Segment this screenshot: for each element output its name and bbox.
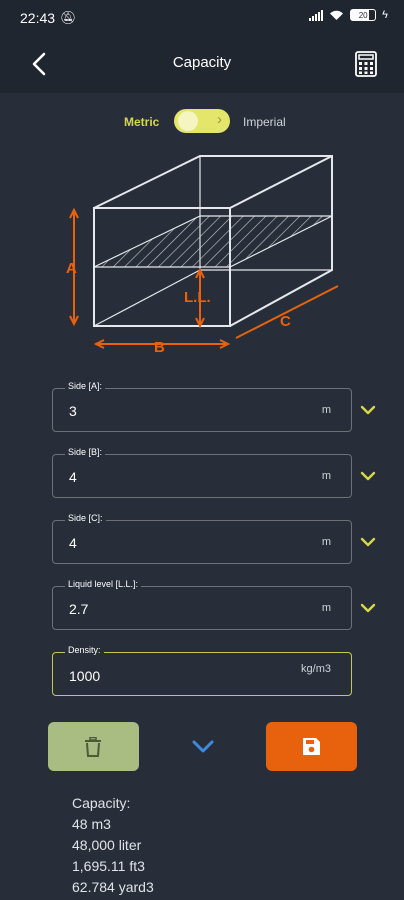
calculator-button[interactable] (352, 50, 380, 78)
liquid-level-field[interactable]: Liquid level [L.L.]: 2.7 m (52, 579, 352, 630)
chevron-right-icon: › (217, 111, 222, 128)
density-label: Density: (65, 645, 104, 655)
density-unit: kg/m3 (301, 663, 331, 675)
density-value[interactable]: 1000 (69, 668, 101, 684)
charging-icon: ϟ (382, 9, 388, 21)
chevron-down-icon (360, 405, 376, 415)
battery-level: 20 (358, 11, 368, 20)
tank-diagram: A B C L.L. (66, 155, 339, 356)
chevron-down-icon (360, 537, 376, 547)
side-b-unit: m (321, 470, 331, 482)
side-b-field[interactable]: Side [B]: 4 m (52, 447, 352, 498)
liquid-level-label: Liquid level [L.L.]: (65, 579, 142, 589)
label-ll: L.L. (184, 289, 211, 306)
page-title: Capacity (172, 54, 232, 71)
liquid-surface (93, 215, 333, 268)
side-c-field[interactable]: Side [C]: 4 m (52, 513, 352, 564)
trash-icon (85, 737, 101, 757)
capacity-results: Capacity: 48 m3 48,000 liter 1,695.11 ft… (72, 793, 154, 898)
chevron-down-icon (360, 603, 376, 613)
side-b-value[interactable]: 4 (69, 469, 77, 485)
label-b: B (154, 339, 165, 356)
side-a-field[interactable]: Side [A]: 3 m (52, 381, 352, 432)
chevron-down-icon (192, 740, 214, 753)
signal-icon (309, 9, 324, 21)
status-bar: 22:43 🔕︎ 20 ϟ (0, 0, 404, 36)
result-line: 48 m3 (72, 816, 111, 832)
side-a-label: Side [A]: (65, 381, 106, 391)
dimension-lines (69, 207, 339, 349)
switch-knob (178, 111, 198, 131)
side-b-unit-dropdown[interactable] (358, 466, 378, 486)
result-line: 1,695.11 ft3 (72, 858, 145, 874)
battery-icon: 20 (350, 9, 377, 21)
diagram-labels: A B C L.L. (66, 260, 291, 356)
imperial-label[interactable]: Imperial (243, 115, 286, 129)
back-button[interactable] (26, 50, 54, 78)
side-a-value[interactable]: 3 (69, 403, 77, 419)
chevron-down-icon (360, 471, 376, 481)
side-a-unit: m (321, 404, 331, 416)
expand-results-button[interactable] (191, 736, 215, 756)
back-arrow-icon (32, 52, 46, 76)
wifi-icon (330, 10, 344, 20)
unit-toggle: Metric › Imperial (0, 109, 404, 135)
side-c-value[interactable]: 4 (69, 535, 77, 551)
side-a-unit-dropdown[interactable] (358, 400, 378, 420)
save-button[interactable] (266, 722, 357, 771)
label-c: C (280, 313, 291, 330)
density-field[interactable]: Density: 1000 kg/m3 (52, 645, 352, 696)
save-icon (303, 738, 320, 755)
app-bar: Capacity (0, 36, 404, 93)
result-line: 48,000 liter (72, 837, 142, 853)
clear-button[interactable] (48, 722, 139, 771)
status-time: 22:43 (20, 10, 56, 26)
liquid-level-unit-dropdown[interactable] (358, 598, 378, 618)
results-heading: Capacity: (72, 795, 131, 811)
status-icons: 20 ϟ (309, 9, 388, 21)
label-a: A (66, 260, 77, 277)
liquid-level-value[interactable]: 2.7 (69, 601, 89, 617)
side-c-unit: m (321, 536, 331, 548)
result-line: 62.784 yard3 (72, 879, 154, 895)
side-b-label: Side [B]: (65, 447, 106, 457)
liquid-level-unit: m (321, 602, 331, 614)
side-c-unit-dropdown[interactable] (358, 532, 378, 552)
mute-icon: 🔕︎ (60, 10, 77, 25)
calculator-icon (355, 51, 377, 77)
side-c-label: Side [C]: (65, 513, 106, 523)
unit-switch[interactable]: › (174, 109, 230, 133)
metric-label[interactable]: Metric (124, 115, 160, 129)
